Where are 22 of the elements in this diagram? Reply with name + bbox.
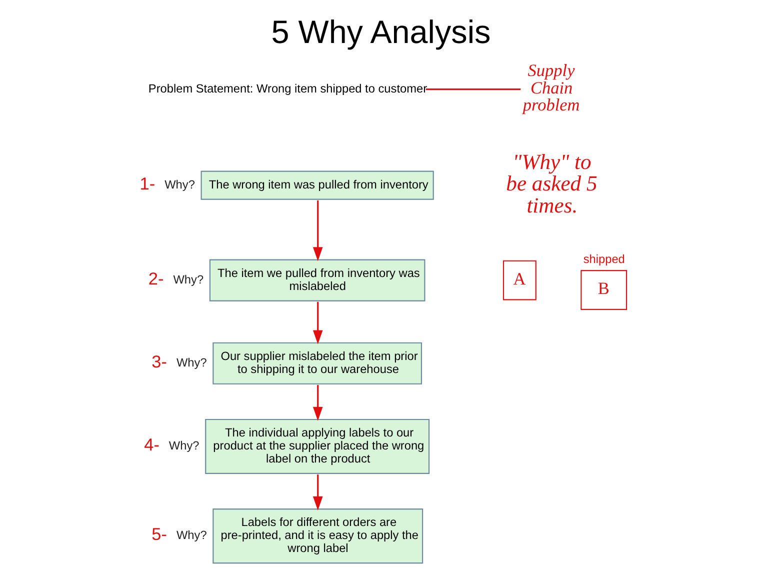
node-label: Why?: [173, 272, 204, 286]
arrow: [312, 302, 323, 344]
node-label: 2-: [148, 268, 164, 288]
node-label: Why?: [168, 438, 200, 453]
connector: [426, 88, 521, 90]
node-label: 3-: [152, 351, 168, 372]
arrow: [312, 200, 323, 262]
arrow: [312, 474, 323, 510]
node-label: 1-: [140, 173, 156, 194]
node-box: A: [502, 260, 536, 300]
node-label: Why?: [176, 355, 207, 370]
node-label: Why?: [164, 177, 195, 192]
node-text: Supply Chain problem: [522, 61, 580, 115]
label: "Why" to be asked 5 times.: [506, 150, 598, 218]
node-box: B: [580, 270, 628, 310]
node-label: shipped: [583, 252, 625, 266]
node-label: Why?: [176, 528, 207, 542]
node-text: Problem Statement: Wrong item shipped to customer: [148, 81, 428, 96]
node-label: 4-: [144, 434, 160, 455]
diagram-title: 5 Why Analysis: [271, 14, 491, 50]
node-label: 5-: [152, 524, 168, 544]
arrow: [312, 384, 323, 421]
